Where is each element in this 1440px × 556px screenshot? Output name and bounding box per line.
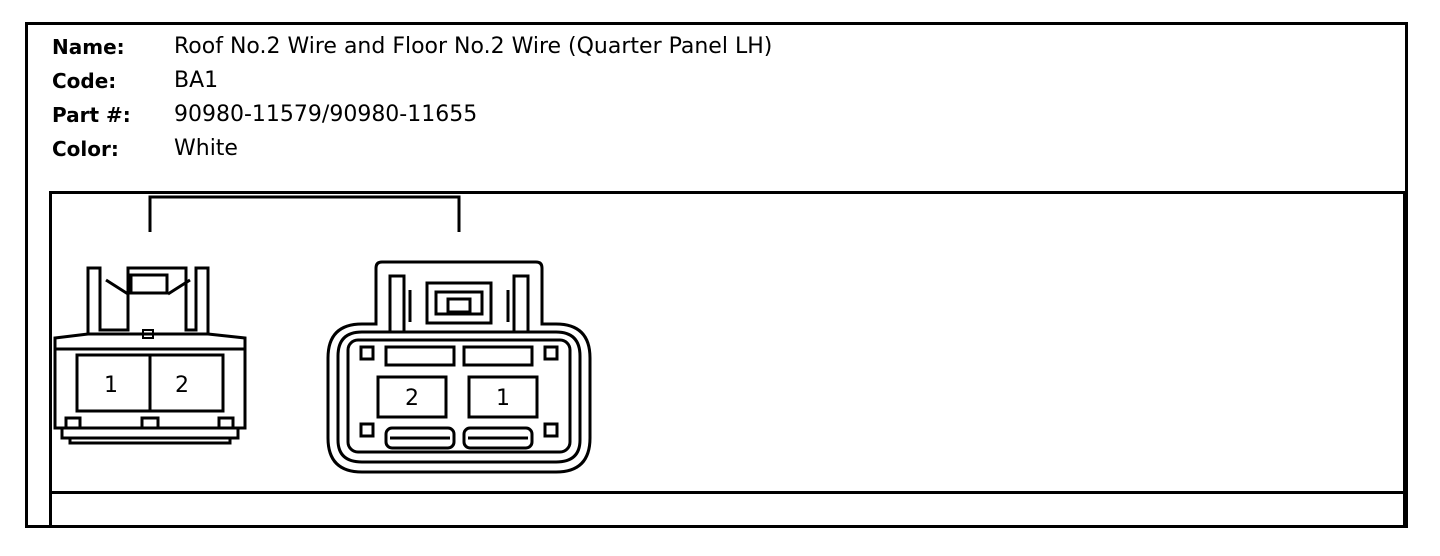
right-cavity-left: [376, 375, 448, 419]
left-bump-1: [64, 416, 82, 430]
mating-bracket: [148, 195, 461, 232]
right-pin-1-label: 1: [496, 386, 510, 411]
right-pin-2-label: 2: [405, 386, 419, 411]
name-value: Roof No.2 Wire and Floor No.2 Wire (Quar…: [174, 34, 773, 59]
connector-right: 2 1: [326, 260, 592, 474]
name-row: Name: Roof No.2 Wire and Floor No.2 Wire…: [52, 30, 772, 64]
left-base-rail: [60, 428, 240, 445]
right-latch-inner: [434, 290, 484, 316]
color-label: Color:: [52, 137, 119, 161]
left-latch-arms: [105, 278, 191, 296]
right-inner-housing: [336, 330, 582, 464]
left-latch-outline: [86, 266, 210, 334]
diagram-frame: [25, 22, 1408, 528]
bottom-divider: [49, 491, 1406, 494]
color-value: White: [174, 136, 238, 161]
right-cavity-right: [467, 375, 539, 419]
right-notch-3: [359, 422, 375, 438]
right-rib-top-left: [384, 345, 456, 367]
left-body: [53, 332, 247, 430]
part-value: 90980-11579/90980-11655: [174, 102, 478, 127]
right-rib-top-right: [462, 345, 534, 367]
left-pin-2-label: 2: [175, 373, 189, 398]
right-face: [346, 338, 572, 454]
part-row: Part #: 90980-11579/90980-11655: [52, 98, 772, 132]
code-row: Code: BA1: [52, 64, 772, 98]
code-value: BA1: [174, 68, 219, 93]
right-latch-tab: [446, 297, 472, 314]
left-pin-1-label: 1: [104, 373, 118, 398]
connector-info: Name: Roof No.2 Wire and Floor No.2 Wire…: [52, 30, 772, 166]
left-bump-3: [217, 416, 235, 430]
part-label: Part #:: [52, 103, 131, 127]
right-outer-housing: [326, 260, 592, 474]
right-rib-bottom-left: [384, 426, 456, 450]
color-row: Color: White: [52, 132, 772, 166]
right-latch-guides: [388, 274, 530, 332]
name-label: Name:: [52, 35, 125, 59]
left-bump-2: [140, 416, 160, 430]
right-latch-window: [425, 281, 493, 325]
right-rib-bottom-right: [462, 426, 534, 450]
right-notch-1: [359, 345, 375, 361]
connector-drawing-area: [49, 191, 1406, 528]
connector-left: 1 2: [53, 266, 247, 445]
left-latch-tab: [129, 273, 169, 295]
right-notch-4: [543, 422, 559, 438]
code-label: Code:: [52, 69, 117, 93]
right-notch-2: [543, 345, 559, 361]
